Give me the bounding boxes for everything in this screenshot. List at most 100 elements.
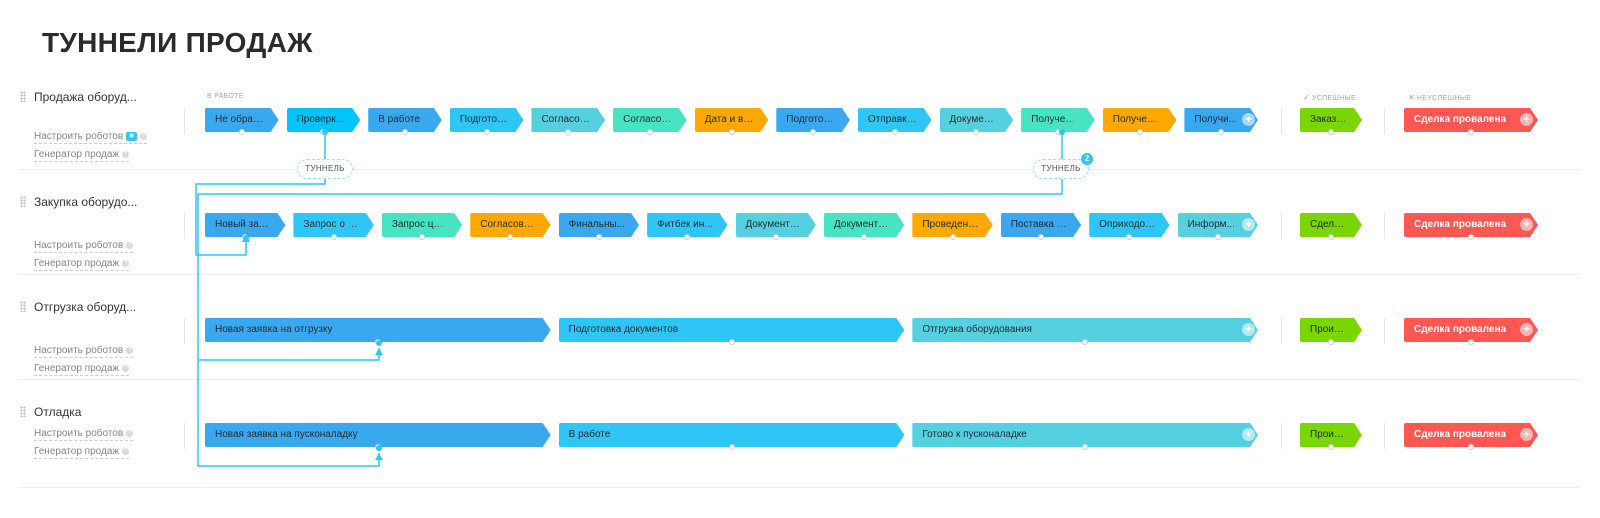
stage-anchor-dot[interactable] bbox=[330, 234, 337, 240]
setup-robots-label: Настроить роботов bbox=[34, 428, 124, 439]
column-divider bbox=[1384, 213, 1385, 239]
stage-chip[interactable]: Дата и вр... bbox=[695, 108, 769, 132]
drag-handle-icon[interactable] bbox=[20, 301, 26, 312]
success-stage-chip[interactable]: Заказ в... bbox=[1300, 108, 1362, 132]
stage-anchor-dot[interactable] bbox=[1468, 234, 1474, 240]
help-icon[interactable]: ? bbox=[122, 150, 130, 158]
add-failure-stage-plus-icon[interactable]: + bbox=[1520, 323, 1533, 336]
help-icon[interactable]: ? bbox=[122, 364, 130, 372]
stage-anchor-dot[interactable] bbox=[402, 129, 409, 135]
stage-anchor-dot[interactable] bbox=[1054, 129, 1061, 135]
setup-robots-link[interactable]: Настроить роботов? bbox=[34, 344, 134, 358]
pipeline-name[interactable]: Отладка bbox=[34, 405, 82, 419]
help-icon[interactable]: ? bbox=[126, 346, 134, 354]
stage-anchor-dot[interactable] bbox=[242, 234, 249, 240]
stage-anchor-dot[interactable] bbox=[1126, 234, 1133, 240]
stage-chip[interactable]: Оприходов... bbox=[1089, 213, 1169, 237]
drag-handle-icon[interactable] bbox=[20, 406, 26, 417]
stage-anchor-dot[interactable] bbox=[483, 129, 490, 135]
help-icon[interactable]: ? bbox=[122, 447, 130, 455]
stage-anchor-dot[interactable] bbox=[1214, 234, 1221, 240]
stage-anchor-dot[interactable] bbox=[1328, 339, 1334, 345]
stage-anchor-dot[interactable] bbox=[238, 129, 245, 135]
failure-stage-chip[interactable]: Сделка провалена bbox=[1404, 423, 1538, 447]
sales-generator-link[interactable]: Генератор продаж? bbox=[34, 148, 130, 162]
stage-anchor-dot[interactable] bbox=[861, 234, 868, 240]
add-stage-plus-icon[interactable]: + bbox=[1242, 323, 1255, 336]
stage-anchor-dot[interactable] bbox=[728, 444, 735, 450]
stage-anchor-dot[interactable] bbox=[1328, 129, 1334, 135]
stage-anchor-dot[interactable] bbox=[810, 129, 817, 135]
pipeline-name[interactable]: Отгрузка оборуд... bbox=[34, 300, 137, 314]
stage-anchor-dot[interactable] bbox=[891, 129, 898, 135]
sales-generator-link[interactable]: Генератор продаж? bbox=[34, 257, 130, 271]
stage-anchor-dot[interactable] bbox=[419, 234, 426, 240]
failure-stage-chip[interactable]: Сделка провалена bbox=[1404, 108, 1538, 132]
add-stage-plus-icon[interactable]: + bbox=[1242, 218, 1255, 231]
add-stage-plus-icon[interactable]: + bbox=[1242, 113, 1255, 126]
help-icon[interactable]: ? bbox=[126, 241, 134, 249]
stage-anchor-dot[interactable] bbox=[374, 339, 381, 345]
column-divider bbox=[184, 318, 185, 344]
stage-anchor-dot[interactable] bbox=[1328, 444, 1334, 450]
add-failure-stage-plus-icon[interactable]: + bbox=[1520, 113, 1533, 126]
stage-anchor-dot[interactable] bbox=[595, 234, 602, 240]
success-stage-chip[interactable]: Произве... bbox=[1300, 423, 1362, 447]
pipeline-row: Продажа оборуд... Настроить роботов◉? Гене… bbox=[0, 88, 1600, 193]
stage-anchor-dot[interactable] bbox=[728, 129, 735, 135]
stage-anchor-dot[interactable] bbox=[320, 129, 327, 135]
stage-anchor-dot[interactable] bbox=[1218, 129, 1225, 135]
column-divider bbox=[1384, 108, 1385, 134]
tunnel-label[interactable]: ТУННЕЛЬ bbox=[1033, 159, 1089, 179]
help-icon[interactable]: ? bbox=[126, 429, 134, 437]
drag-handle-icon[interactable] bbox=[20, 91, 26, 102]
failure-stage-chip[interactable]: Сделка провалена bbox=[1404, 318, 1538, 342]
tunnel-label[interactable]: ТУННЕЛЬ bbox=[297, 159, 353, 179]
stage-anchor-dot[interactable] bbox=[684, 234, 691, 240]
success-stage-chip[interactable]: Произве... bbox=[1300, 318, 1362, 342]
stage-anchor-dot[interactable] bbox=[772, 234, 779, 240]
add-stage-plus-icon[interactable]: + bbox=[1242, 428, 1255, 441]
stage-anchor-dot[interactable] bbox=[949, 234, 956, 240]
stage-anchor-dot[interactable] bbox=[728, 339, 735, 345]
stage-anchor-dot[interactable] bbox=[1037, 234, 1044, 240]
stage-chip[interactable]: Согласов... bbox=[613, 108, 687, 132]
stage-chip[interactable]: Подготов... bbox=[450, 108, 524, 132]
add-failure-stage-plus-icon[interactable]: + bbox=[1520, 218, 1533, 231]
pipeline-name[interactable]: Продажа оборуд... bbox=[34, 90, 137, 104]
setup-robots-link[interactable]: Настроить роботов? bbox=[34, 239, 134, 253]
setup-robots-label: Настроить роботов bbox=[34, 345, 124, 356]
pipeline-name[interactable]: Закупка оборудо... bbox=[34, 195, 138, 209]
stage-anchor-dot[interactable] bbox=[565, 129, 572, 135]
stage-anchor-dot[interactable] bbox=[1468, 129, 1474, 135]
sales-generator-link[interactable]: Генератор продаж? bbox=[34, 362, 130, 376]
stage-chip[interactable]: Не обраб... bbox=[205, 108, 279, 132]
add-failure-stage-plus-icon[interactable]: + bbox=[1520, 428, 1533, 441]
stage-anchor-dot[interactable] bbox=[1136, 129, 1143, 135]
stage-chip[interactable]: Получена... bbox=[1021, 108, 1095, 132]
stage-chip[interactable]: Получен ... bbox=[1103, 108, 1177, 132]
help-icon[interactable]: ? bbox=[122, 259, 130, 267]
stage-anchor-dot[interactable] bbox=[973, 129, 980, 135]
sales-generator-link[interactable]: Генератор продаж? bbox=[34, 445, 130, 459]
success-stage-chip[interactable]: Сделка ... bbox=[1300, 213, 1362, 237]
setup-robots-link[interactable]: Настроить роботов◉? bbox=[34, 130, 148, 144]
setup-robots-link[interactable]: Настроить роботов? bbox=[34, 427, 134, 441]
stage-chip[interactable]: Проверка... bbox=[287, 108, 361, 132]
stage-chip[interactable]: Подготов... bbox=[776, 108, 850, 132]
stage-anchor-dot[interactable] bbox=[1468, 339, 1474, 345]
help-icon[interactable]: ? bbox=[140, 132, 148, 140]
stage-anchor-dot[interactable] bbox=[374, 444, 381, 450]
failure-stage-chip[interactable]: Сделка провалена bbox=[1404, 213, 1538, 237]
stage-chip[interactable]: Отправка... bbox=[858, 108, 932, 132]
stage-chip[interactable]: Документ... bbox=[940, 108, 1014, 132]
stage-chip[interactable]: Согласов... bbox=[531, 108, 605, 132]
drag-handle-icon[interactable] bbox=[20, 196, 26, 207]
stage-anchor-dot[interactable] bbox=[1468, 444, 1474, 450]
stage-chip[interactable]: В работе bbox=[368, 108, 442, 132]
stage-anchor-dot[interactable] bbox=[1328, 234, 1334, 240]
stage-anchor-dot[interactable] bbox=[507, 234, 514, 240]
stage-anchor-dot[interactable] bbox=[646, 129, 653, 135]
stage-anchor-dot[interactable] bbox=[1082, 339, 1089, 345]
stage-anchor-dot[interactable] bbox=[1082, 444, 1089, 450]
